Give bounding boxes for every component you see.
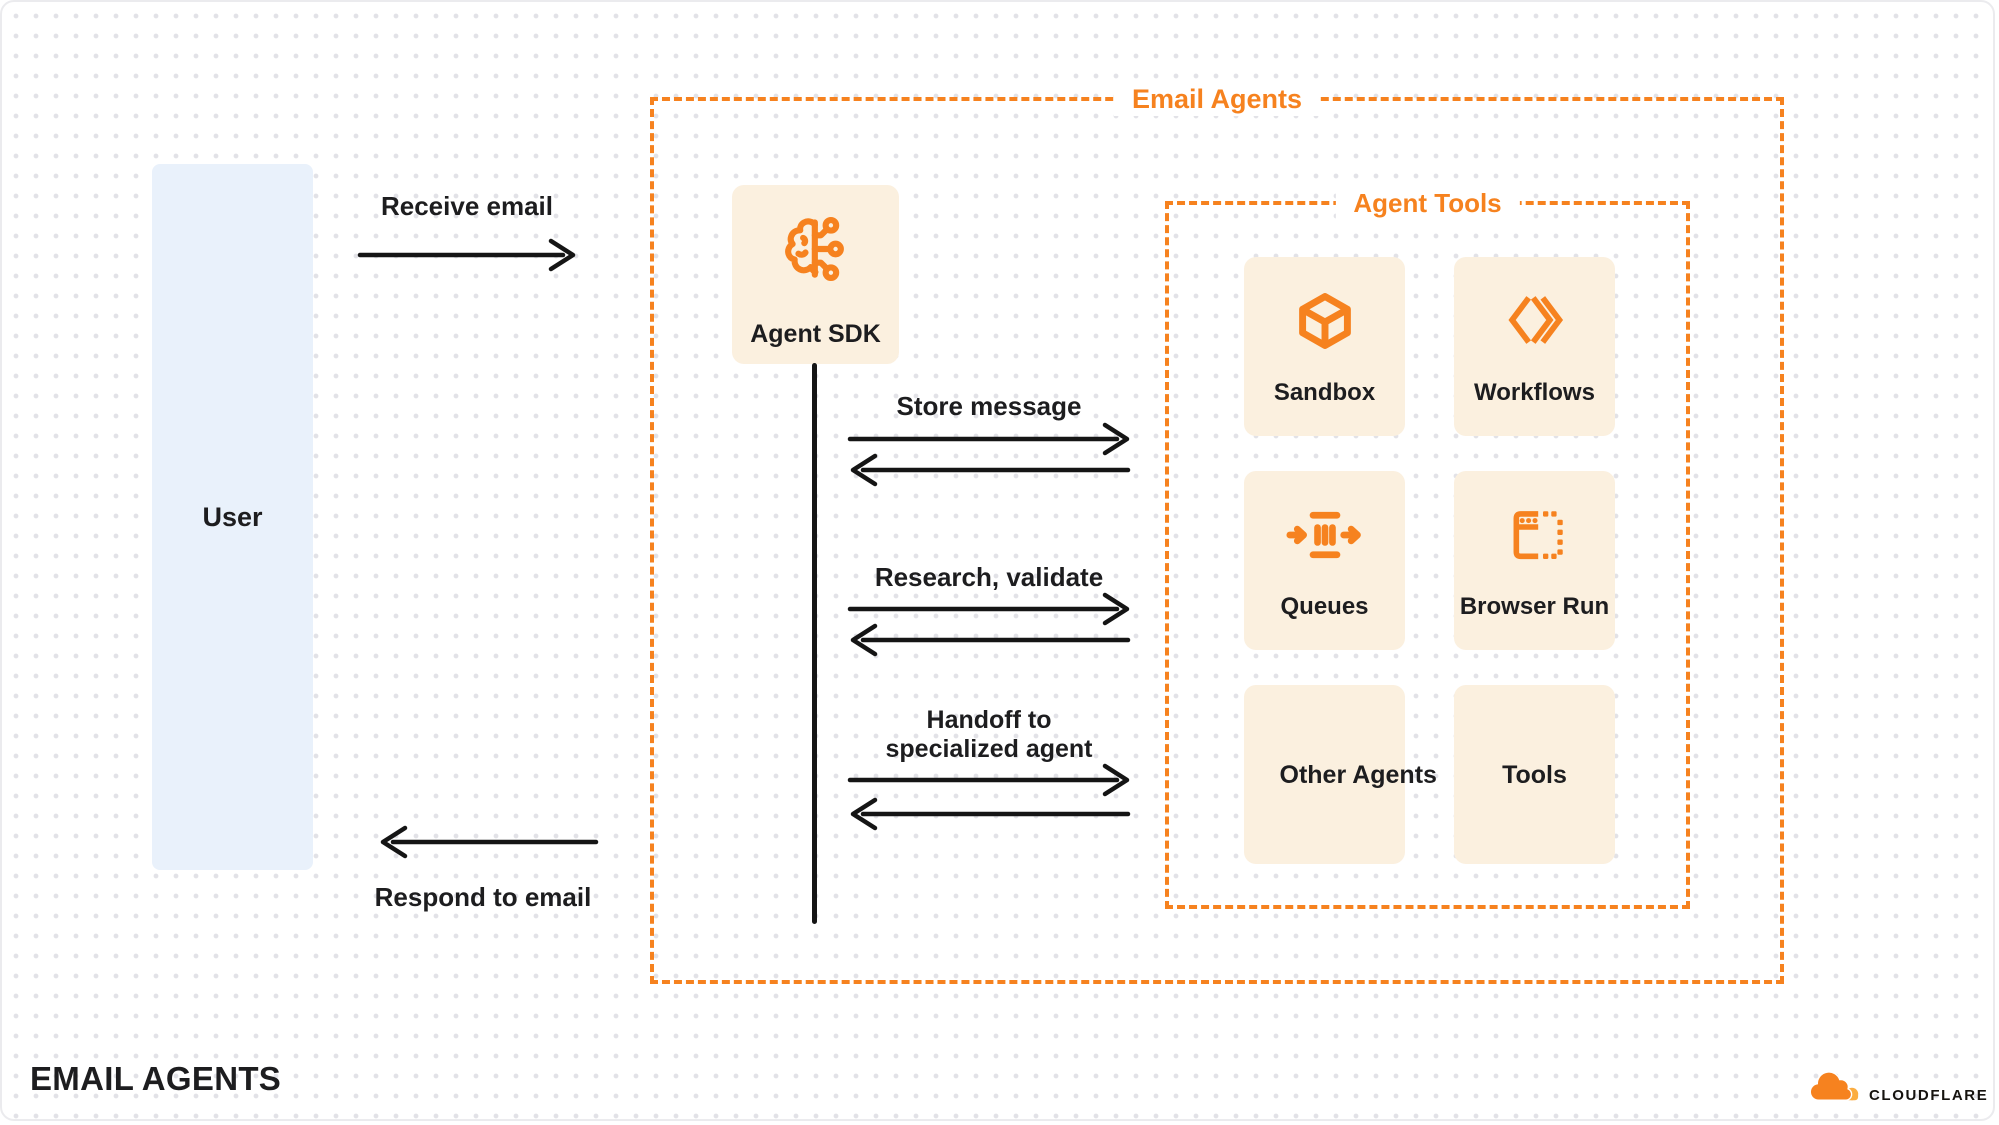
chevrons-icon: [1454, 289, 1615, 351]
tool-card-queues: Queues: [1244, 471, 1405, 650]
email-agents-group-label: Email Agents: [1113, 82, 1321, 116]
tool-label: Browser Run: [1459, 593, 1610, 620]
user-label: User: [202, 501, 263, 532]
store-message-arrow-right: [847, 419, 1131, 459]
tool-card-sandbox: Sandbox: [1244, 257, 1405, 436]
handoff-label: Handoff to specialized agent: [847, 706, 1131, 764]
agent-sdk-card: Agent SDK: [732, 185, 899, 364]
tool-label: Tools: [1502, 760, 1567, 789]
research-validate-arrow-right: [847, 589, 1131, 629]
email-agents-group: Email Agents: [650, 82, 1784, 984]
store-message-arrow-return: [847, 450, 1131, 490]
store-message-label: Store message: [896, 391, 1082, 421]
diagram-title: EMAIL AGENTS: [30, 1060, 282, 1097]
tool-label: Other Agents: [1244, 760, 1437, 790]
user-box: User: [152, 164, 313, 870]
research-validate-arrow-return: [847, 620, 1131, 660]
tool-label-text: Other Agents: [1279, 760, 1437, 789]
tool-card-workflows: Workflows: [1454, 257, 1615, 436]
tool-card-browser-run: Browser Run: [1454, 471, 1615, 650]
tool-card-other-agents: Other Agents: [1244, 685, 1437, 864]
respond-email-label: Respond to email: [374, 882, 592, 912]
handoff-arrow-right: [847, 760, 1131, 800]
tool-label: Sandbox: [1273, 379, 1376, 406]
agent-sdk-label: Agent SDK: [750, 320, 881, 348]
handoff-arrow-return: [847, 794, 1131, 834]
browser-window-icon: [1454, 503, 1615, 567]
agent-tools-grid: Sandbox Workflows: [1244, 257, 1615, 864]
agent-tools-group: Agent Tools: [1165, 186, 1690, 909]
handoff-label-line1: Handoff to: [926, 706, 1052, 734]
receive-email-label: Receive email: [380, 191, 553, 221]
handoff-label-line2: specialized agent: [885, 735, 1093, 763]
cloudflare-cloud-icon: [1808, 1070, 1864, 1107]
brain-circuit-icon: [732, 211, 899, 287]
respond-email-arrow: [367, 822, 599, 862]
cloudflare-brand-name: CLOUDFLARE: [1869, 1087, 1989, 1104]
tool-label: Workflows: [1474, 379, 1595, 406]
tool-card-tools: Tools: [1454, 685, 1615, 864]
queue-flow-icon: [1244, 503, 1405, 567]
agent-tools-group-label: Agent Tools: [1335, 186, 1520, 220]
tool-label: Queues: [1280, 593, 1369, 620]
cloudflare-logo: CLOUDFLARE: [1808, 1070, 1988, 1107]
cube-icon: [1244, 289, 1405, 353]
receive-email-arrow: [357, 235, 577, 275]
research-validate-label: Research, validate: [874, 562, 1104, 592]
agent-sdk-lifeline: [812, 363, 817, 924]
